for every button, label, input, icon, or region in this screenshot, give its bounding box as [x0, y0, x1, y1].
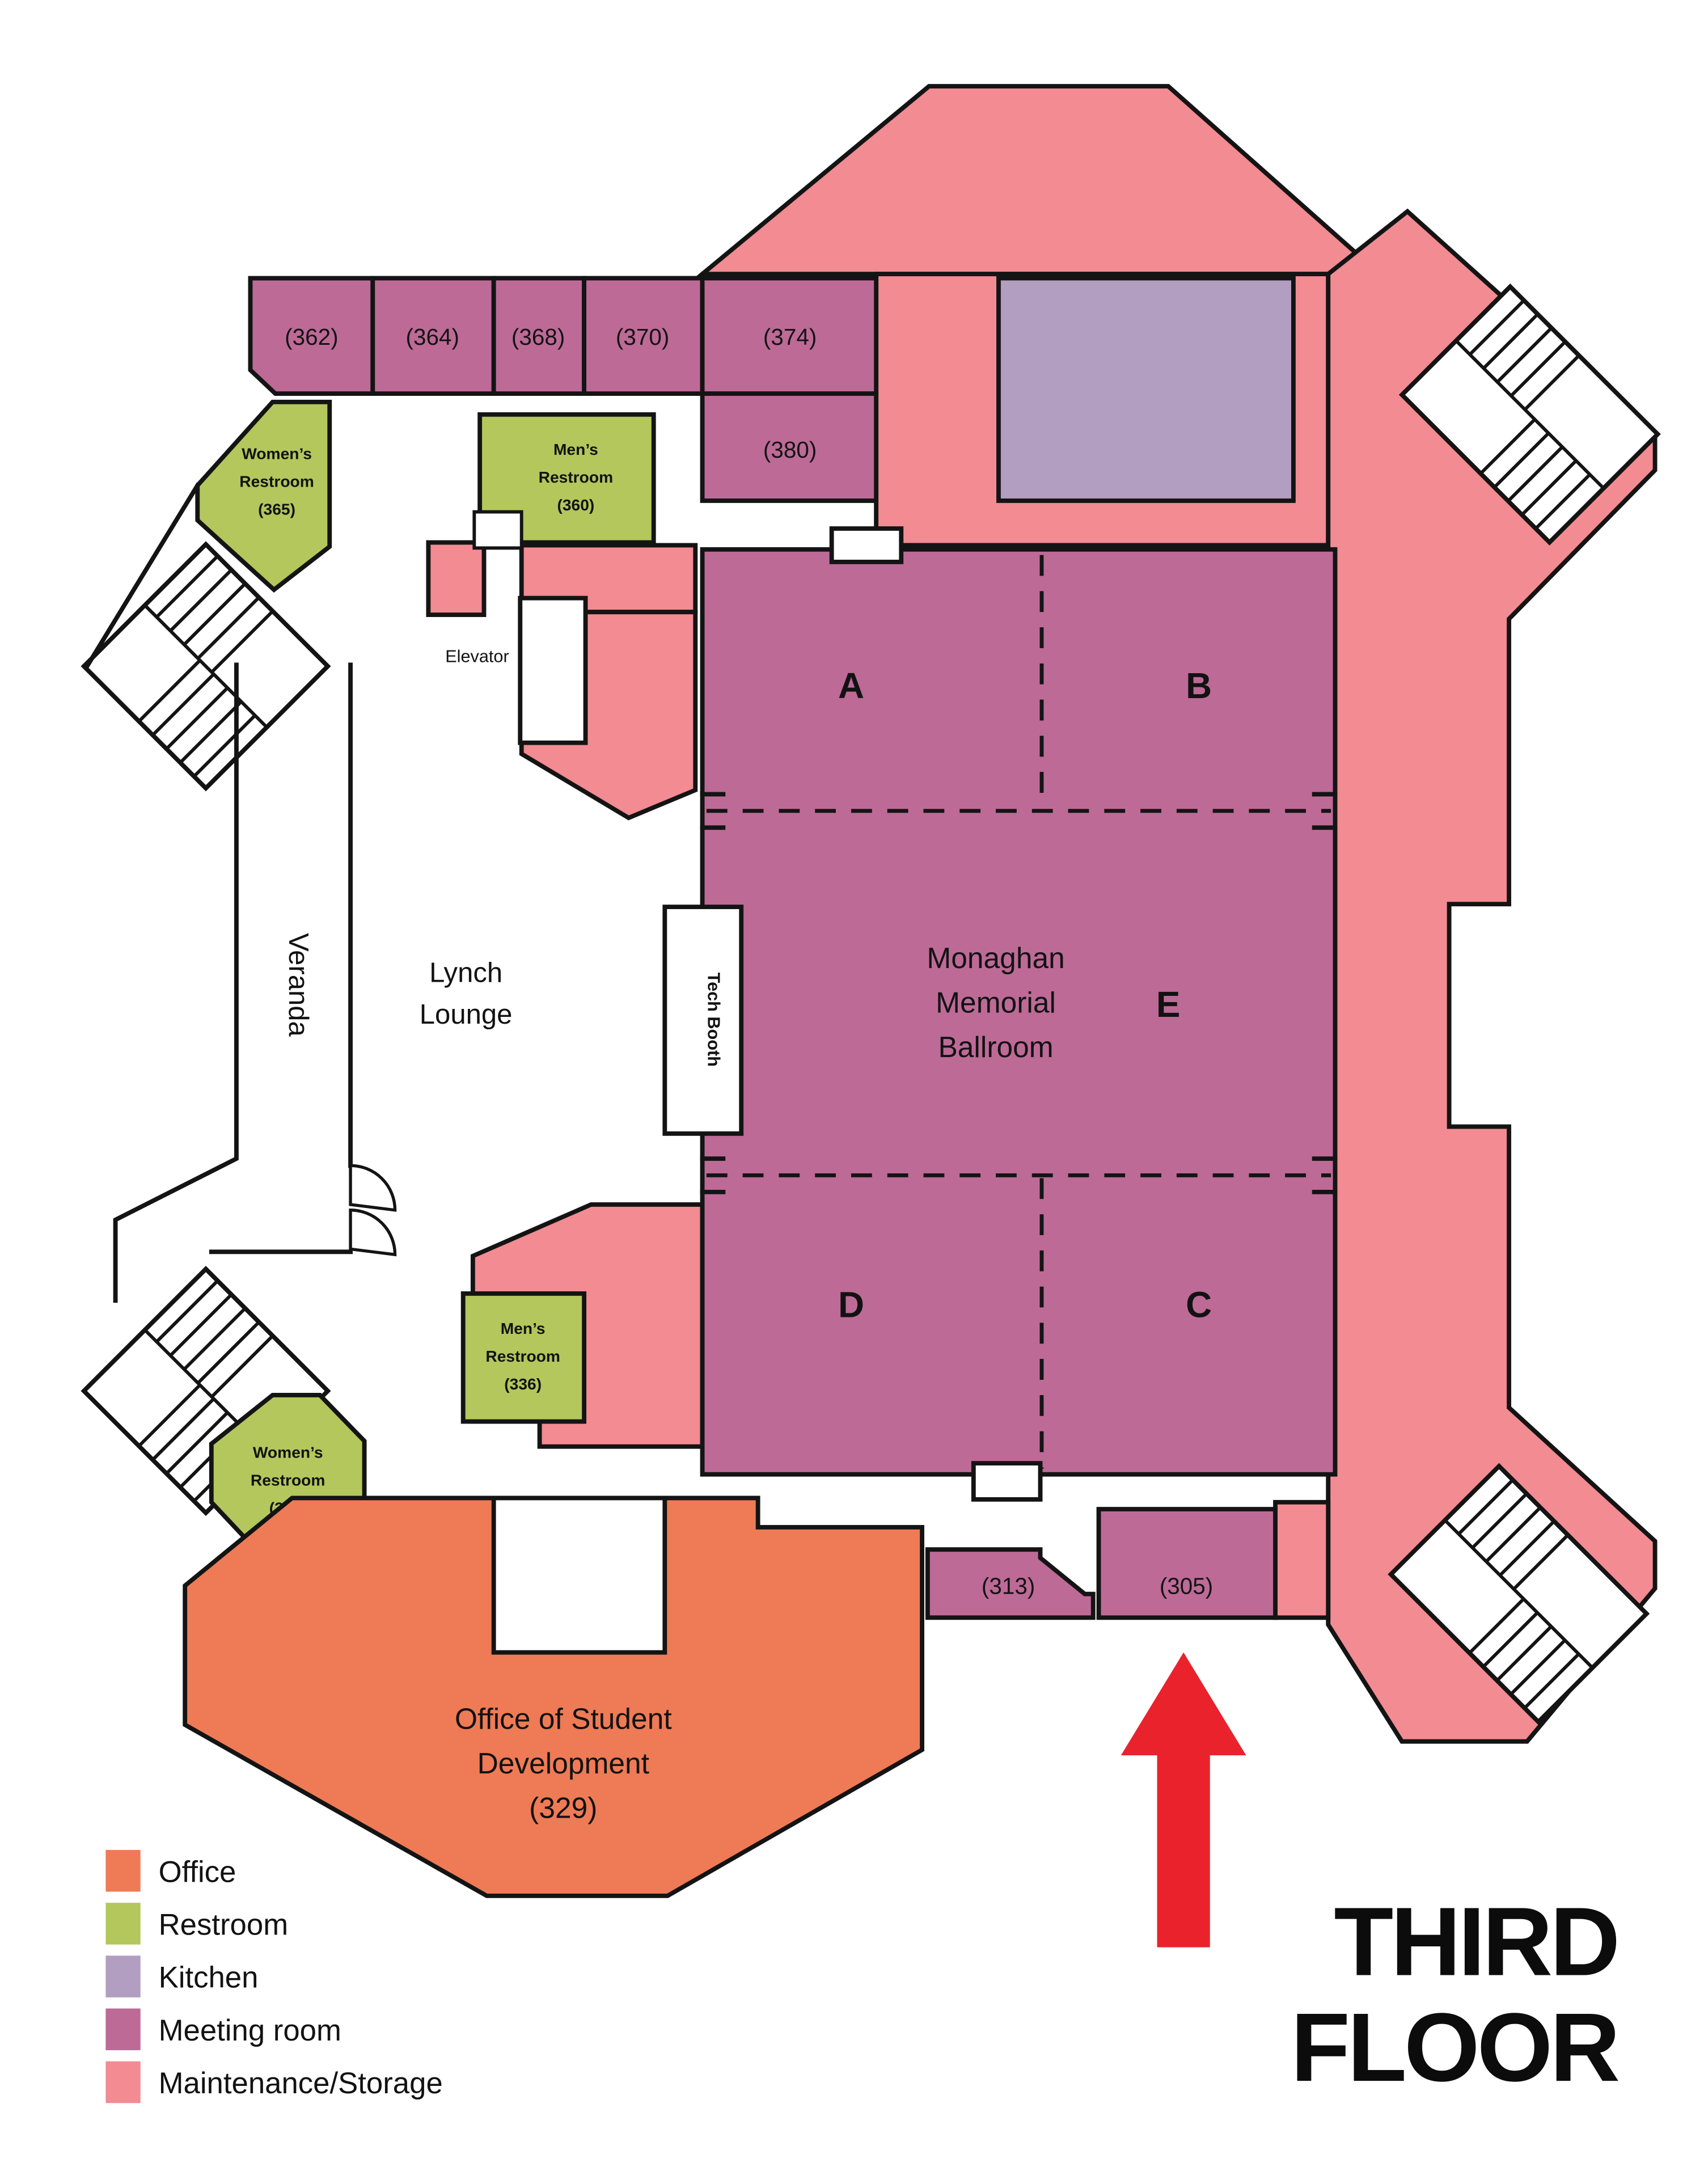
elevator-label: Elevator [445, 647, 509, 666]
page-title: THIRD FLOOR [1291, 1888, 1621, 2102]
veranda-label: Veranda [283, 933, 314, 1037]
mens-restroom-360-notch [472, 510, 523, 550]
womens-restroom-365 [195, 399, 332, 593]
legend-label-office: Office [159, 1855, 236, 1889]
womens-restroom-335-label: Women’s [253, 1443, 323, 1461]
office-329-label: (329) [529, 1792, 597, 1824]
tech-booth [662, 905, 744, 1136]
ballroom-bottom-door [971, 1461, 1043, 1502]
stairs-bottom-right [1388, 1463, 1650, 1725]
room-305 [1096, 1507, 1278, 1620]
room-370 [582, 276, 705, 396]
womens-restroom-335-label: Restroom [251, 1471, 325, 1489]
lynch-lounge: Lynch Lounge [420, 958, 513, 1030]
legend-swatch-kitchen [105, 1955, 141, 1997]
room-364 [370, 276, 496, 396]
bottom-meeting-rooms: (313) (305) [925, 1507, 1278, 1620]
legend: Office Restroom Kitchen Meeting room Mai… [105, 1849, 443, 2103]
room-305-arrow-icon [1121, 1652, 1246, 1948]
lynch-lounge-label: Lynch [429, 958, 502, 988]
ballroom-section-b: B [1186, 665, 1212, 706]
maintenance-strip-right-of-305 [1273, 1499, 1331, 1620]
mens-restroom-336 [460, 1291, 587, 1424]
legend-swatch-office [105, 1849, 141, 1892]
office-vestibule [491, 1496, 667, 1655]
mens-restroom-360-label: Men’s [553, 440, 598, 458]
office-329-area [183, 1496, 924, 1898]
legend-swatch-restroom [105, 1903, 141, 1945]
womens-restroom-365-label: Women’s [242, 444, 312, 462]
ballroom: Tech Booth A B E D C Monaghan Memorial B… [662, 526, 1338, 1502]
womens-restroom-365-label: Restroom [239, 472, 314, 490]
top-meeting-rooms: (362) (364) (368) (370) (374) (380) [248, 276, 879, 503]
ballroom-name: Ballroom [938, 1030, 1053, 1063]
maintenance-top-trapezoid [696, 84, 1386, 277]
room-370-label: (370) [616, 324, 669, 350]
lynch-lounge-label: Lounge [420, 999, 513, 1030]
page-title-line2: FLOOR [1291, 1993, 1618, 2102]
legend-label-maintenance: Maintenance/Storage [159, 2067, 443, 2100]
room-362-label: (362) [285, 324, 338, 350]
room-313 [925, 1547, 1096, 1620]
room-305-label: (305) [1160, 1573, 1213, 1599]
ballroom-section-c: C [1186, 1285, 1212, 1325]
stairs-top-left [81, 541, 331, 792]
mens-restroom-336-label: (336) [504, 1375, 542, 1393]
page-title-line1: THIRD [1334, 1888, 1617, 1996]
room-313-label: (313) [982, 1573, 1035, 1599]
mens-restroom-336-label: Men’s [501, 1319, 546, 1337]
ballroom-name: Monaghan [927, 941, 1064, 974]
office-329-label: Development [477, 1747, 649, 1780]
legend-swatch-meeting-room [105, 2008, 141, 2051]
ballroom-section-e: E [1156, 984, 1181, 1025]
mens-restroom-360-label: Restroom [539, 468, 614, 486]
veranda: Veranda [83, 482, 397, 1303]
ballroom-area [700, 547, 1338, 1477]
room-364-label: (364) [406, 324, 459, 350]
door-swing-icon [349, 1164, 397, 1212]
mens-restroom-360-label: (360) [557, 496, 594, 514]
maintenance-right-corridor [1326, 208, 1658, 1744]
office-329-label: Office of Student [455, 1703, 672, 1735]
veranda-walls [83, 482, 353, 1303]
elevator-shaft [518, 595, 588, 745]
room-374-label: (374) [763, 324, 817, 350]
legend-label-restroom: Restroom [159, 1908, 289, 1942]
partition-wall-tabs [700, 792, 1338, 1194]
door-swing-icon [349, 1209, 397, 1257]
womens-restroom-365-label: (365) [258, 500, 295, 518]
room-380-label: (380) [763, 437, 817, 463]
ballroom-top-door [829, 526, 904, 564]
ballroom-section-d: D [838, 1285, 864, 1325]
stairs-top-right [1398, 283, 1661, 546]
restrooms: Women’s Restroom (365) Men’s Restroom (3… [195, 399, 656, 1552]
room-368-label: (368) [511, 324, 565, 350]
ballroom-section-a: A [838, 665, 864, 706]
ballroom-name: Memorial [936, 986, 1056, 1019]
kitchen-room [996, 276, 1296, 503]
elevator: Elevator [445, 595, 588, 745]
maintenance-block-left-of-360 [426, 540, 487, 617]
room-380 [700, 391, 879, 503]
legend-label-kitchen: Kitchen [159, 1961, 259, 1995]
tech-booth-label: Tech Booth [704, 973, 723, 1067]
room-362 [248, 276, 375, 396]
mens-restroom-336-label: Restroom [485, 1347, 560, 1365]
legend-swatch-maintenance [105, 2061, 141, 2103]
legend-label-meeting-room: Meeting room [159, 2014, 341, 2047]
office-student-development: Office of Student Development (329) [183, 1496, 924, 1898]
